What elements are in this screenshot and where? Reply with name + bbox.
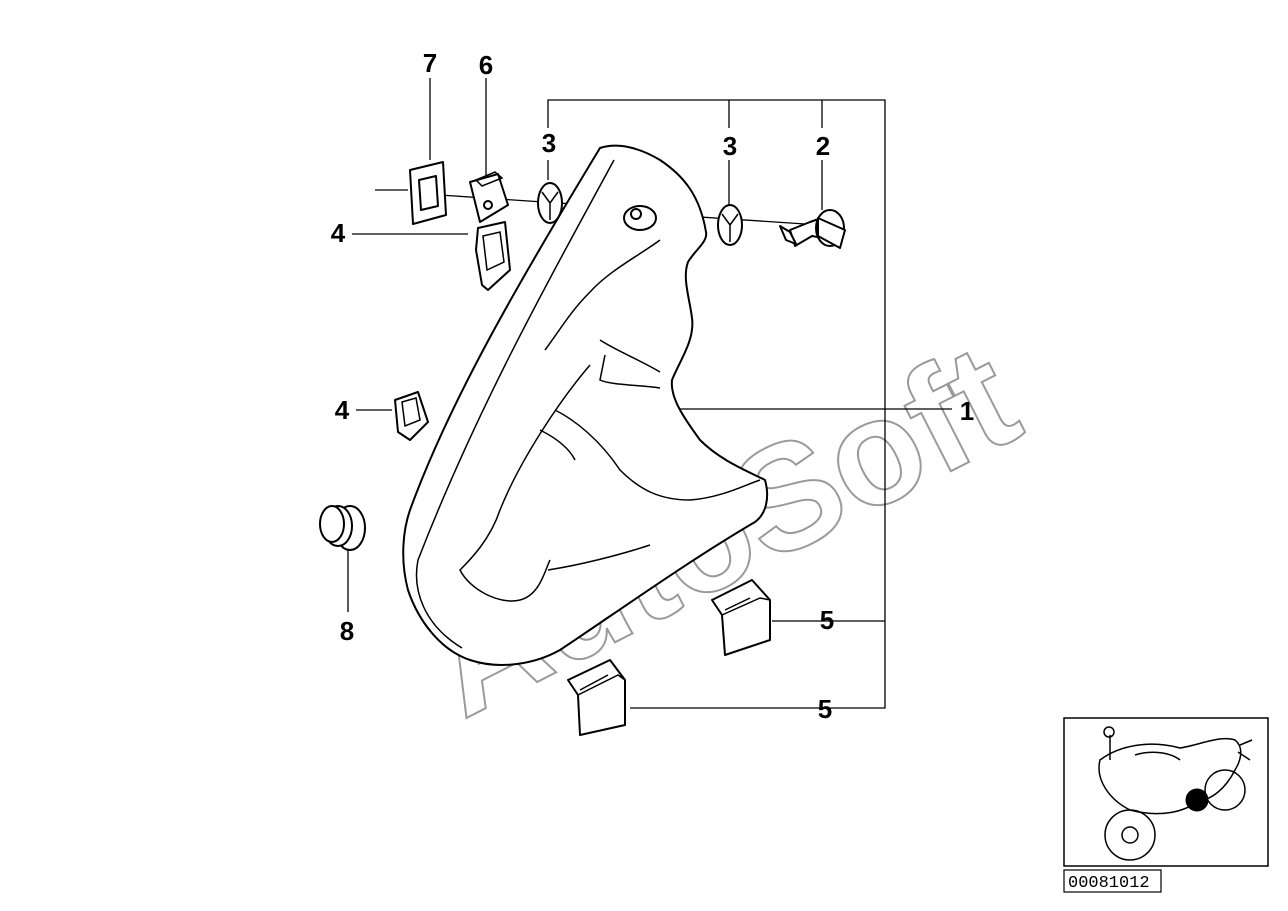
callout-5-upper: 5 [820, 605, 834, 635]
speed-washer-left [537, 182, 563, 224]
clip-upper [711, 579, 771, 656]
callout-8: 8 [340, 616, 354, 646]
speed-washer-right [717, 204, 743, 246]
grommet-lower [394, 391, 429, 441]
callout-3-left: 3 [542, 128, 556, 158]
callout-2: 2 [816, 131, 830, 161]
callout-1: 1 [960, 396, 974, 426]
callout-5-lower: 5 [818, 694, 832, 724]
fairing-panel [402, 144, 769, 666]
clip-lower [567, 659, 626, 736]
callout-7: 7 [423, 48, 437, 78]
quarter-turn-screw [779, 209, 846, 249]
gasket-frame [409, 161, 447, 225]
motorcycle-locator-inset [1063, 717, 1269, 867]
callout-4-upper: 4 [331, 218, 346, 248]
grommet-upper [475, 221, 511, 291]
callout-3-right: 3 [723, 131, 737, 161]
callout-4-lower: 4 [335, 395, 350, 425]
rubber-bushing [319, 505, 366, 551]
reference-number-box: 00081012 [1063, 869, 1162, 893]
callout-labels: 7 6 3 3 2 4 4 1 8 5 5 [331, 48, 974, 724]
clip-nut [469, 171, 509, 223]
reference-number: 00081012 [1068, 874, 1150, 893]
callout-6: 6 [479, 50, 493, 80]
